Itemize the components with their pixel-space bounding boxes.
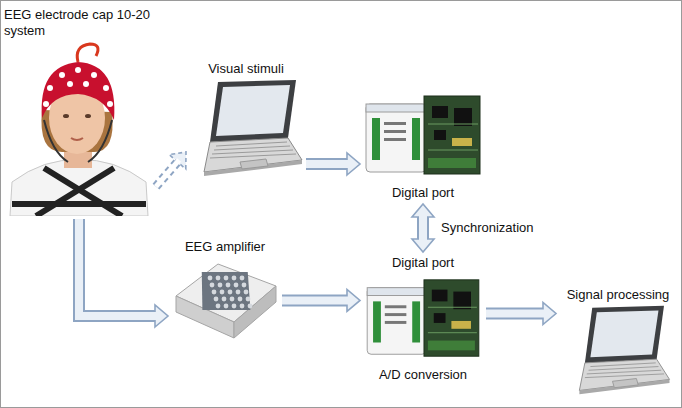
- edge-label: Synchronization: [439, 220, 536, 236]
- device-illustration: [362, 272, 484, 366]
- device-illustration: [4, 40, 154, 216]
- block-arrow: [79, 219, 168, 327]
- device-node: EEG electrode cap 10-20 system: [4, 6, 154, 216]
- device-illustration: [188, 78, 304, 178]
- node-caption: A/D conversion: [362, 366, 484, 384]
- block-arrow: [412, 204, 434, 252]
- node-caption: EEG amplifier: [170, 238, 280, 256]
- device-node: Digital portA/D conversion: [362, 254, 484, 384]
- block-arrow: [282, 289, 360, 311]
- device-node: Visual stimuli: [188, 60, 304, 178]
- device-node: Digital port: [362, 88, 484, 202]
- device-illustration: [362, 88, 484, 184]
- node-caption: Digital port: [362, 184, 484, 202]
- node-caption: EEG electrode cap 10-20 system: [4, 6, 154, 40]
- device-node: Signal processing: [558, 286, 678, 396]
- block-arrow: [156, 152, 186, 187]
- node-caption: Signal processing: [558, 286, 678, 304]
- node-caption: Visual stimuli: [188, 60, 304, 78]
- node-caption: Digital port: [362, 254, 484, 272]
- device-illustration: [558, 304, 678, 396]
- device-node: EEG amplifier: [170, 238, 280, 342]
- block-arrow: [486, 303, 556, 325]
- block-arrow: [306, 153, 360, 175]
- device-illustration: [170, 256, 280, 342]
